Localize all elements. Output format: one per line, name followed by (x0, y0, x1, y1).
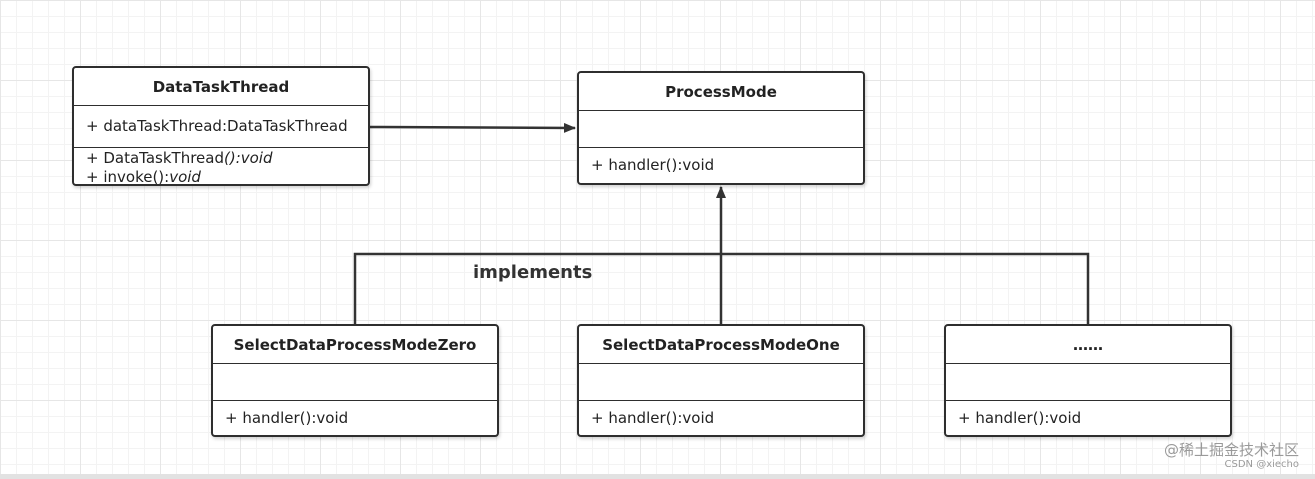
attribute-text: + dataTaskThread:DataTaskThread (86, 117, 348, 135)
implements-label: implements (473, 262, 593, 283)
class-attributes (213, 364, 497, 401)
class-selectdataprocessmodeone[interactable]: SelectDataProcessModeOne + handler():voi… (577, 324, 865, 437)
watermark: @稀土掘金技术社区 CSDN @xiecho (1164, 441, 1299, 471)
operation-text: + handler():void (591, 409, 715, 427)
operation-text: + handler():void (958, 409, 1082, 427)
operation-text: + handler():void (591, 156, 715, 174)
operation-line: + handler():void (225, 401, 497, 435)
class-attributes (579, 364, 863, 401)
operation-line: + handler():void (591, 148, 863, 182)
class-attributes (946, 364, 1230, 401)
bottom-scrollbar-track (0, 474, 1315, 479)
watermark-sub: CSDN @xiecho (1224, 459, 1300, 470)
operation-return-type: void (169, 168, 201, 186)
class-name: DataTaskThread (74, 68, 368, 106)
class-name: …… (946, 326, 1230, 364)
class-attributes (579, 111, 863, 148)
class-attributes: + dataTaskThread:DataTaskThread (74, 106, 368, 148)
operation-signature: ():void (223, 149, 273, 167)
implements-connector-zero[interactable] (353, 252, 721, 324)
watermark-main: @稀土掘金技术社区 (1163, 441, 1299, 459)
operation-line: + handler():void (591, 401, 863, 435)
attribute-line: + dataTaskThread:DataTaskThread (86, 106, 368, 146)
operation-line: + handler():void (958, 401, 1230, 435)
class-datataskthread[interactable]: DataTaskThread + dataTaskThread:DataTask… (72, 66, 370, 186)
class-operations: + handler():void (213, 401, 497, 435)
class-processmode[interactable]: ProcessMode + handler():void (577, 71, 865, 185)
class-more-implementations[interactable]: …… + handler():void (944, 324, 1232, 437)
operation-name: + invoke(): (86, 168, 170, 186)
association-arrow-datataskthread-to-processmode[interactable] (369, 122, 576, 133)
operation-name: + DataTaskThread (86, 149, 224, 167)
class-name: SelectDataProcessModeOne (579, 326, 863, 364)
class-name: SelectDataProcessModeZero (213, 326, 497, 364)
class-operations: + handler():void (946, 401, 1230, 435)
class-operations: + handler():void (579, 148, 863, 182)
operation-text: + handler():void (225, 409, 349, 427)
class-operations: + DataTaskThread():void + invoke():void (74, 148, 368, 187)
operation-line: + invoke():void (86, 168, 368, 187)
implements-connector-more[interactable] (721, 252, 1090, 324)
class-operations: + handler():void (579, 401, 863, 435)
class-selectdataprocessmodezero[interactable]: SelectDataProcessModeZero + handler():vo… (211, 324, 499, 437)
class-name: ProcessMode (579, 73, 863, 111)
operation-line: + DataTaskThread():void (86, 149, 368, 168)
